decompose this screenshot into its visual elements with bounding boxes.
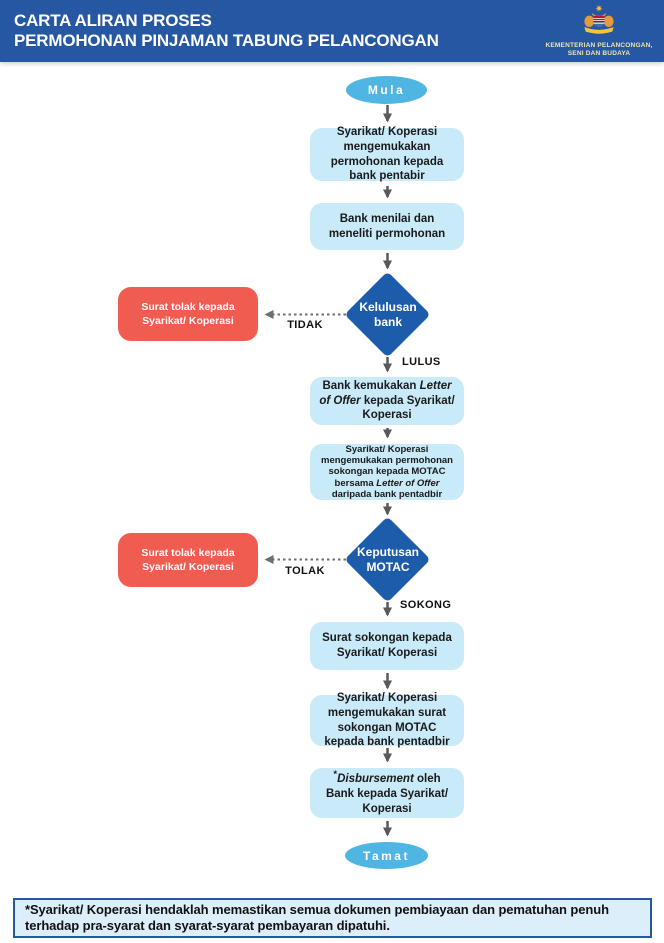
footnote-box: *Syarikat/ Koperasi hendaklah memastikan… bbox=[13, 898, 652, 938]
process-step7-text: *Disbursement oleh Bank kepada Syarikat/… bbox=[325, 769, 449, 815]
process-step4: Syarikat/ Koperasi mengemukakan permohon… bbox=[310, 444, 464, 500]
edge-label-lulus: LULUS bbox=[402, 356, 441, 368]
process-step6-text: Syarikat/ Koperasi mengemukakan surat so… bbox=[324, 691, 450, 749]
letter-of-offer-italic: Letter of Offer bbox=[376, 477, 440, 489]
page-title-line1: CARTA ALIRAN PROSES bbox=[14, 10, 212, 30]
malaysia-coat-of-arms-icon bbox=[584, 4, 614, 34]
reject-box-1: Surat tolak kepada Syarikat/ Koperasi bbox=[118, 287, 258, 341]
header-bar: CARTA ALIRAN PROSES PERMOHONAN PINJAMAN … bbox=[0, 0, 664, 62]
ministry-name-line2: SENI DAN BUDAYA bbox=[567, 50, 631, 58]
letter-of-offer-italic: Letter of Offer bbox=[319, 379, 452, 407]
process-step5-text: Surat sokongan kepada Syarikat/ Koperasi bbox=[322, 632, 452, 659]
disbursement-italic: Disbursement bbox=[337, 773, 414, 786]
ministry-name-line1: KEMENTERIAN PELANCONGAN, bbox=[545, 42, 653, 49]
decision-diamond-keputusan-motac bbox=[346, 518, 429, 601]
edge-label-tidak: TIDAK bbox=[287, 319, 323, 331]
page-title: CARTA ALIRAN PROSES PERMOHONAN PINJAMAN … bbox=[0, 11, 439, 52]
process-step4-text: Syarikat/ Koperasi mengemukakan permohon… bbox=[321, 443, 453, 501]
start-label: Mula bbox=[367, 83, 406, 97]
end-terminal: Tamat bbox=[345, 842, 428, 869]
ministry-logo: KEMENTERIAN PELANCONGAN, SENI DAN BUDAYA bbox=[544, 4, 654, 58]
reject-box-1-text: Surat tolak kepada Syarikat/ Koperasi bbox=[141, 300, 235, 327]
start-terminal: Mula bbox=[346, 76, 427, 104]
process-step3: Bank kemukakan Letter of Offer kepada Sy… bbox=[310, 377, 464, 425]
process-step1: Syarikat/ Koperasi mengemukakan permohon… bbox=[310, 126, 464, 182]
process-step2: Bank menilai dan meneliti permohonan bbox=[310, 203, 464, 250]
ministry-name: KEMENTERIAN PELANCONGAN, SENI DAN BUDAYA bbox=[544, 42, 654, 58]
reject-box-2-text: Surat tolak kepada Syarikat/ Koperasi bbox=[141, 546, 235, 573]
reject-box-2: Surat tolak kepada Syarikat/ Koperasi bbox=[118, 533, 258, 587]
process-step1-text: Syarikat/ Koperasi mengemukakan permohon… bbox=[330, 125, 444, 183]
disbursement-footnote-star: * bbox=[333, 769, 338, 781]
footnote-text: *Syarikat/ Koperasi hendaklah memastikan… bbox=[25, 901, 609, 933]
process-step2-text: Bank menilai dan meneliti permohonan bbox=[328, 212, 446, 240]
process-step5: Surat sokongan kepada Syarikat/ Koperasi bbox=[310, 622, 464, 670]
page-title-line2: PERMOHONAN PINJAMAN TABUNG PELANCONGAN bbox=[14, 31, 439, 50]
process-step6: Syarikat/ Koperasi mengemukakan surat so… bbox=[310, 692, 464, 748]
decision2-label: Keputusan MOTAC bbox=[356, 545, 419, 574]
process-step7: *Disbursement oleh Bank kepada Syarikat/… bbox=[310, 768, 464, 818]
decision1-label: Kelulusan bank bbox=[359, 300, 417, 329]
end-label: Tamat bbox=[363, 848, 410, 863]
edge-label-tolak: TOLAK bbox=[285, 565, 325, 577]
decision-diamond-kelulusan-bank bbox=[346, 273, 429, 356]
process-step3-text: Bank kemukakan Letter of Offer kepada Sy… bbox=[319, 379, 455, 422]
edge-label-sokong: SOKONG bbox=[400, 599, 452, 611]
